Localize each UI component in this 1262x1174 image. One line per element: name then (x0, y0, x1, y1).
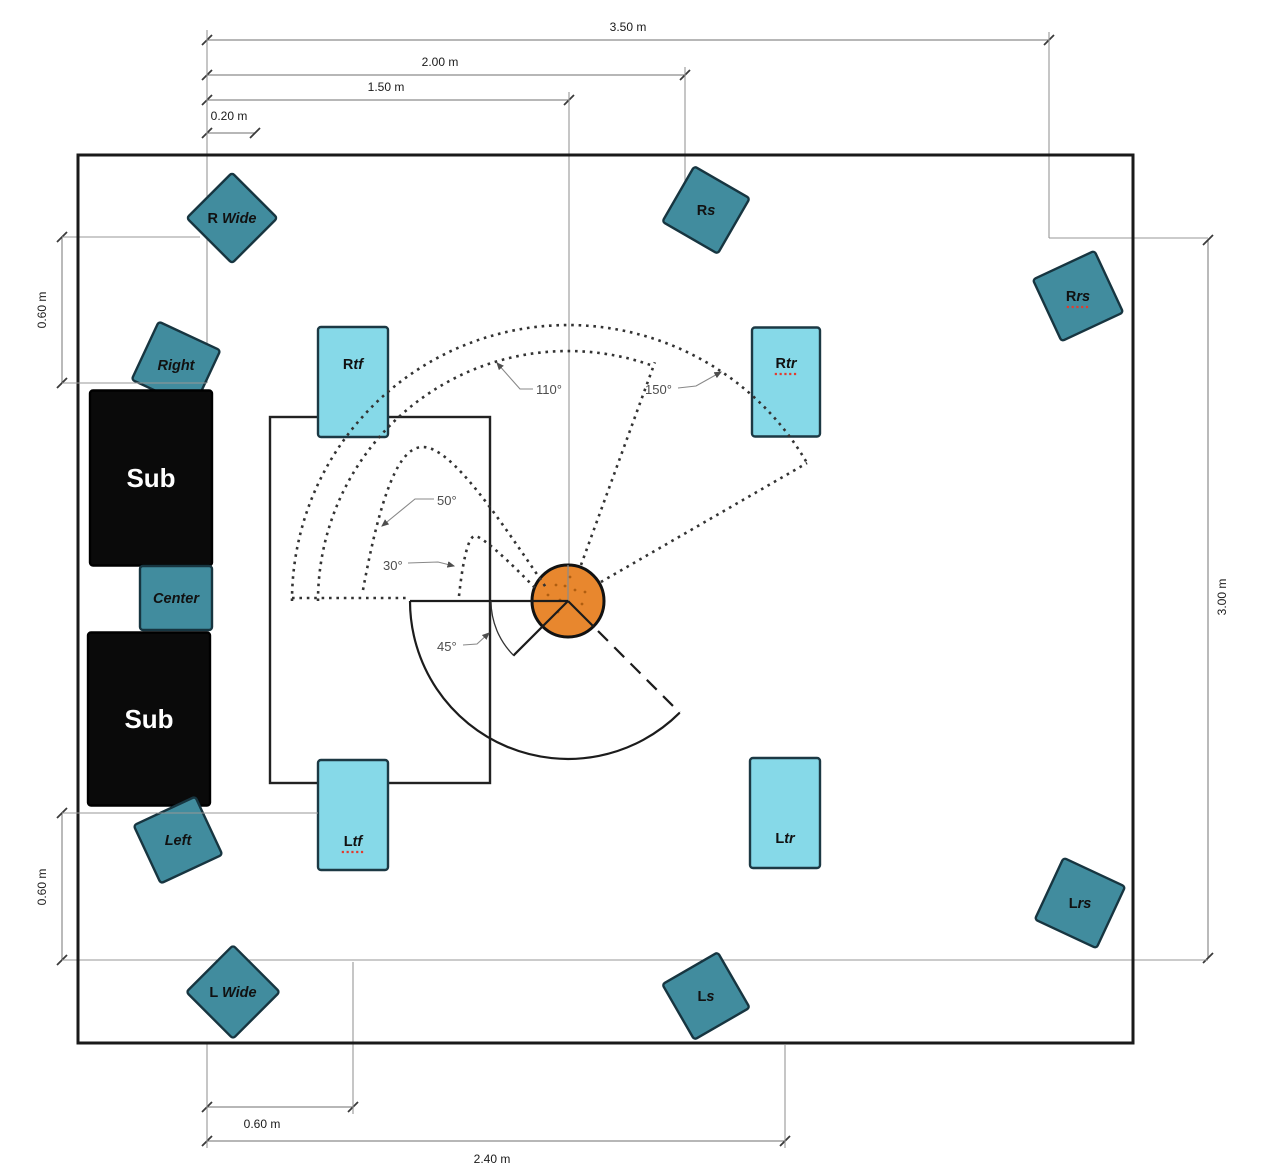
speaker-l-wide[interactable]: L Wide (186, 945, 280, 1039)
label-angle-110: 110° (536, 382, 562, 397)
elevation-arc-30 (457, 534, 539, 597)
elevation-ray-150 (600, 461, 808, 584)
dimension-label-left-0-60-top: 0.60 m (35, 292, 49, 329)
speaker-label-ltf: Ltf (344, 834, 365, 850)
speaker-label-ltr: Ltr (775, 831, 796, 847)
room-outline (76, 153, 1135, 1045)
speaker-ltr[interactable]: Ltr (748, 756, 822, 870)
speaker-box-rtr[interactable] (750, 326, 822, 438)
speaker-sub-1[interactable]: Sub (88, 389, 214, 567)
speaker-center[interactable]: Center (138, 564, 214, 632)
listener-speckle-6 (583, 590, 587, 594)
leader-angle-110 (496, 362, 533, 390)
elevation-arc-110 (316, 349, 654, 602)
dimension-tick-right-3-00 (1202, 234, 1214, 246)
label-angle-30: 30° (383, 558, 403, 573)
label-angle-150: 150° (645, 382, 672, 397)
wedge-big-arc (408, 600, 681, 761)
wedge-dashed-radius (597, 630, 681, 714)
wedge-radius-225 (512, 600, 569, 657)
speaker-label-r-wide: R Wide (207, 211, 256, 227)
speaker-ls[interactable]: Ls (662, 952, 750, 1040)
elevation-ray-110 (579, 361, 657, 566)
speaker-right[interactable]: Right (131, 321, 221, 409)
dimension-label-width-3-50: 3.50 m (610, 20, 647, 34)
speaker-box-r-wide[interactable] (186, 172, 278, 264)
dimension-label-width-0-20: 0.20 m (211, 109, 248, 123)
speaker-box-ls[interactable] (662, 952, 750, 1040)
listener-speckle-0 (554, 583, 558, 587)
speaker-label-sub-1: Sub (126, 463, 175, 493)
leader-angle-50 (381, 498, 434, 527)
speaker-sub-2[interactable]: Sub (86, 631, 212, 807)
leader-angle-45 (462, 632, 490, 646)
speaker-box-lrs[interactable] (1034, 857, 1126, 949)
elevation-arc-50 (361, 445, 549, 591)
dimension-tick-right-3-00 (1202, 952, 1214, 964)
dimension-label-width-2-00: 2.00 m (422, 55, 459, 69)
speaker-left[interactable]: Left (133, 796, 223, 884)
listener-speckle-1 (573, 588, 577, 592)
speaker-label-lrs: Lrs (1069, 896, 1092, 912)
speaker-rrs[interactable]: Rrs (1032, 250, 1124, 342)
speaker-label-rtr: Rtr (776, 356, 798, 372)
wedge-radius-315 (567, 600, 595, 628)
label-angle-45: 45° (437, 639, 457, 654)
label-angle-50: 50° (437, 493, 457, 508)
dimension-label-bottom-0-60: 0.60 m (244, 1117, 281, 1131)
speaker-label-right: Right (157, 358, 195, 374)
dimension-label-bottom-2-40: 2.40 m (474, 1152, 511, 1166)
speaker-box-rtf[interactable] (316, 325, 390, 439)
speaker-r-wide[interactable]: R Wide (186, 172, 278, 264)
listener-speckle-3 (580, 602, 584, 606)
speaker-label-center: Center (153, 591, 200, 607)
listener-speckle-4 (546, 593, 550, 597)
speaker-box-sub-2[interactable] (86, 631, 212, 807)
speaker-label-rrs: Rrs (1066, 289, 1090, 305)
elevation-arc-150 (290, 323, 809, 602)
dimension-tick-width-0-20 (249, 127, 261, 139)
dimension-label-width-1-50: 1.50 m (368, 80, 405, 94)
speaker-rtr[interactable]: Rtr (750, 326, 822, 438)
speaker-box-center[interactable] (138, 564, 214, 632)
listener-speckle-8 (563, 584, 567, 588)
speaker-rs[interactable]: Rs (662, 166, 750, 254)
leader-angle-30 (407, 561, 456, 568)
speaker-label-rs: Rs (697, 203, 716, 219)
speaker-box-rrs[interactable] (1032, 250, 1124, 342)
speaker-box-rs[interactable] (662, 166, 750, 254)
dimension-label-right-3-00: 3.00 m (1215, 579, 1229, 616)
speaker-lrs[interactable]: Lrs (1034, 857, 1126, 949)
speaker-box-left[interactable] (133, 796, 223, 884)
dimension-label-left-0-60-bottom: 0.60 m (35, 869, 49, 906)
speaker-label-l-wide: L Wide (209, 985, 256, 1001)
speaker-label-rtf: Rtf (343, 357, 365, 373)
speaker-label-sub-2: Sub (124, 704, 173, 734)
speaker-box-ltr[interactable] (748, 756, 822, 870)
speaker-label-ls: Ls (698, 989, 715, 1005)
listener-speckle-5 (568, 575, 572, 579)
speaker-box-ltf[interactable] (316, 758, 390, 872)
wedge-45-arc (490, 600, 515, 656)
speaker-label-left: Left (165, 833, 193, 849)
speaker-box-l-wide[interactable] (186, 945, 280, 1039)
leader-angle-150 (677, 371, 722, 389)
speaker-ltf[interactable]: Ltf (316, 758, 390, 872)
speaker-rtf[interactable]: Rtf (316, 325, 390, 439)
